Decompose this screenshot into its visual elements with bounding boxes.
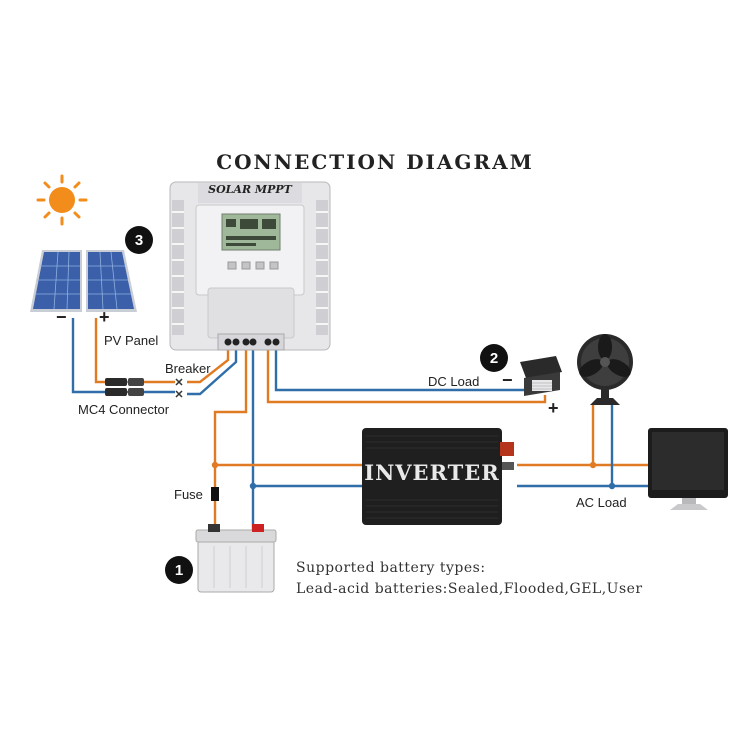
dc-load-negative-wire bbox=[274, 350, 525, 392]
dc-load-label: DC Load bbox=[428, 374, 480, 389]
ac-load-label: AC Load bbox=[576, 495, 627, 510]
inverter-icon bbox=[362, 428, 514, 525]
diagram-title: CONNECTION DIAGRAM bbox=[216, 150, 534, 174]
fuse-icon bbox=[211, 487, 219, 501]
breaker-switch bbox=[175, 378, 183, 398]
battery-positive-wire bbox=[213, 350, 248, 530]
dc-load-plus-sign: + bbox=[548, 398, 559, 418]
pv-panel-label: PV Panel bbox=[104, 333, 159, 348]
pv-minus-sign: − bbox=[56, 307, 67, 327]
pv-positive-wire bbox=[94, 318, 175, 384]
sun-icon bbox=[36, 174, 88, 226]
step-badge-1: 1 bbox=[165, 556, 193, 584]
pv-plus-sign: + bbox=[99, 307, 110, 327]
mc4-connector-icon bbox=[105, 378, 144, 396]
solar-panel-icon bbox=[30, 250, 137, 312]
step-badge-3: 3 bbox=[125, 226, 153, 254]
battery-types-heading: Supported battery types: bbox=[296, 560, 486, 576]
mc4-connector-label: MC4 Connector bbox=[78, 402, 170, 417]
charge-controller-icon bbox=[169, 181, 331, 351]
dc-load-positive-wire bbox=[266, 350, 547, 404]
breaker-label: Breaker bbox=[165, 361, 211, 376]
breaker-to-controller-pos bbox=[187, 350, 230, 384]
battery-icon bbox=[195, 524, 277, 593]
dc-load-minus-sign: − bbox=[502, 370, 513, 390]
fan-icon bbox=[577, 334, 633, 405]
monitor-icon bbox=[648, 428, 728, 510]
breaker-to-controller-neg bbox=[187, 350, 238, 396]
battery-types-list: Lead-acid batteries:Sealed,Flooded,GEL,U… bbox=[296, 581, 643, 597]
step-badge-2: 2 bbox=[480, 344, 508, 372]
controller-brand-label: SOLAR MPPT bbox=[208, 183, 292, 196]
wires bbox=[71, 318, 655, 540]
solar-lamp-icon bbox=[520, 356, 562, 396]
junctions bbox=[211, 461, 616, 490]
inverter-label: INVERTER bbox=[364, 460, 500, 485]
fuse-label: Fuse bbox=[174, 487, 203, 502]
